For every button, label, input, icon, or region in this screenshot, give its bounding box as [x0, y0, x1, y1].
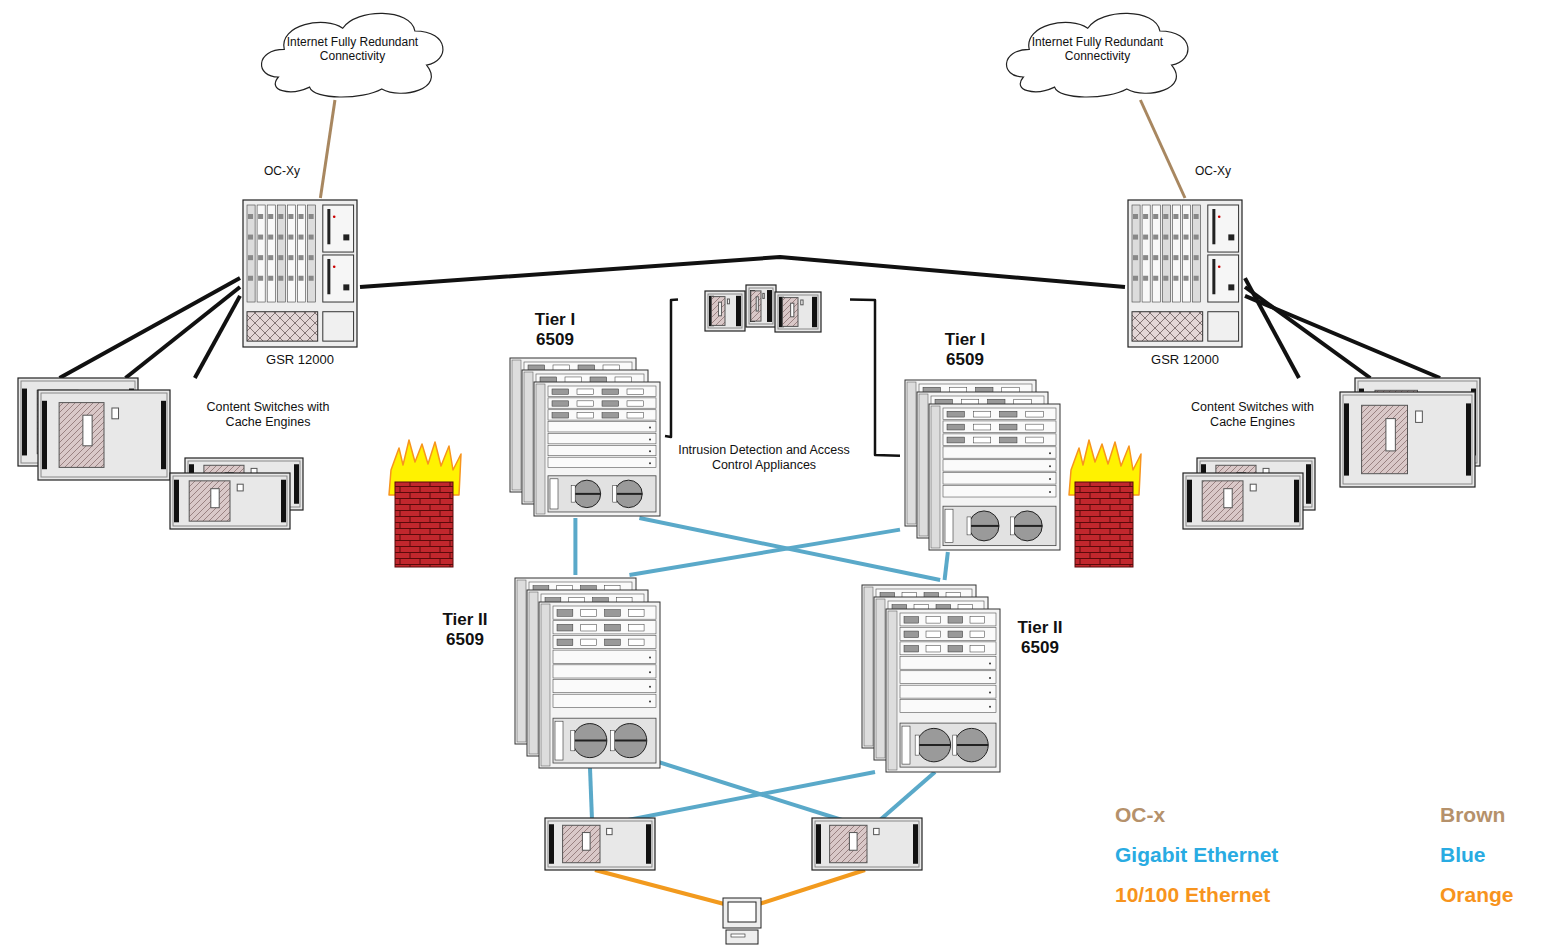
appliance-device — [1183, 473, 1303, 529]
network-link — [1245, 287, 1370, 378]
legend-swatch: OC-x — [1115, 803, 1165, 827]
node-label: Tier I 6509 — [930, 330, 1000, 371]
node-label: Tier II 6509 — [430, 610, 500, 651]
network-link — [850, 299, 900, 455]
tier-two-switch: Tier II 6509 — [858, 580, 1080, 772]
catalyst-6509-chassis — [515, 578, 660, 768]
legend-color-name: Blue — [1440, 843, 1486, 867]
gigabit-link — [628, 772, 875, 820]
node-label: GSR 12000 — [240, 352, 360, 368]
link-label: OC-Xy — [262, 164, 302, 178]
appliance-device — [170, 473, 290, 529]
network-link — [629, 530, 900, 575]
appliance-device — [38, 390, 170, 480]
legend-text: OC-x — [1115, 803, 1165, 826]
catalyst-6509-chassis — [510, 358, 660, 516]
link-label: OC-Xy — [1193, 164, 1233, 178]
tier-one-switch: Tier I 6509 — [900, 328, 1065, 552]
legend-text: Gigabit Ethernet — [1115, 843, 1278, 866]
gsr-router-chassis — [243, 200, 357, 347]
internet-cloud: Internet Fully Redundant Connectivity — [1000, 8, 1195, 100]
tier-one-switch: Tier I 6509 — [505, 308, 665, 518]
node-label: Internet Fully Redundant Connectivity — [275, 35, 430, 64]
network-link — [60, 278, 241, 378]
network-link — [1245, 296, 1440, 378]
catalyst-6509-chassis — [905, 380, 1060, 550]
node-label: Internet Fully Redundant Connectivity — [1020, 35, 1175, 64]
fast-ethernet-link — [756, 870, 865, 905]
appliance-device — [746, 285, 776, 327]
appliance-device — [812, 818, 922, 870]
legend-color-name: Orange — [1440, 883, 1514, 907]
node-illustration — [858, 580, 1080, 772]
network-link — [126, 287, 241, 378]
appliance-device — [1340, 392, 1475, 487]
legend-swatch: Gigabit Ethernet — [1115, 843, 1278, 867]
node-illustration — [1125, 198, 1245, 376]
gigabit-link — [590, 768, 592, 820]
fast-ethernet-link — [595, 870, 728, 905]
core-router: GSR 12000 — [240, 198, 360, 376]
node-label: Tier II 6509 — [1005, 618, 1075, 659]
gigabit-link — [880, 772, 935, 820]
node-label: Intrusion Detection and Access Control A… — [678, 443, 850, 473]
node-illustration — [505, 308, 665, 518]
internet-cloud-outline — [1007, 13, 1188, 97]
appliance-device — [705, 291, 745, 331]
internet-cloud: Internet Fully Redundant Connectivity — [255, 8, 450, 100]
network-link — [360, 257, 1125, 287]
content-switch-group: Content Switches with Cache Engines — [10, 378, 340, 532]
gsr-router-chassis — [1128, 200, 1242, 347]
node-label: Content Switches with Cache Engines — [1180, 400, 1325, 430]
tier-two-switch: Tier II 6509 — [425, 575, 660, 768]
ids-appliance-group: Intrusion Detection and Access Control A… — [678, 285, 850, 492]
node-label: Content Switches with Cache Engines — [198, 400, 338, 430]
core-router: GSR 12000 — [1125, 198, 1245, 376]
network-link — [573, 518, 577, 575]
firewall-icon — [1069, 440, 1141, 567]
network-link — [195, 296, 240, 378]
node-label: Tier I 6509 — [520, 310, 590, 351]
internet-cloud-outline — [262, 13, 443, 97]
appliance-device — [775, 292, 821, 332]
firewall-icon — [389, 440, 461, 567]
legend-swatch: 10/100 Ethernet — [1115, 883, 1270, 907]
content-switch-group: Content Switches with Cache Engines — [1175, 378, 1485, 532]
node-illustration — [425, 575, 660, 768]
node-illustration — [240, 198, 360, 376]
network-link — [945, 552, 948, 580]
legend-color-name: Brown — [1440, 803, 1505, 827]
network-link — [665, 299, 678, 437]
node-label: GSR 12000 — [1125, 352, 1245, 368]
catalyst-6509-chassis — [862, 585, 1000, 772]
network-link — [1140, 100, 1185, 198]
legend-text: 10/100 Ethernet — [1115, 883, 1270, 906]
appliance-device — [545, 818, 655, 870]
network-link — [320, 100, 335, 198]
workstation-icon — [723, 898, 761, 944]
